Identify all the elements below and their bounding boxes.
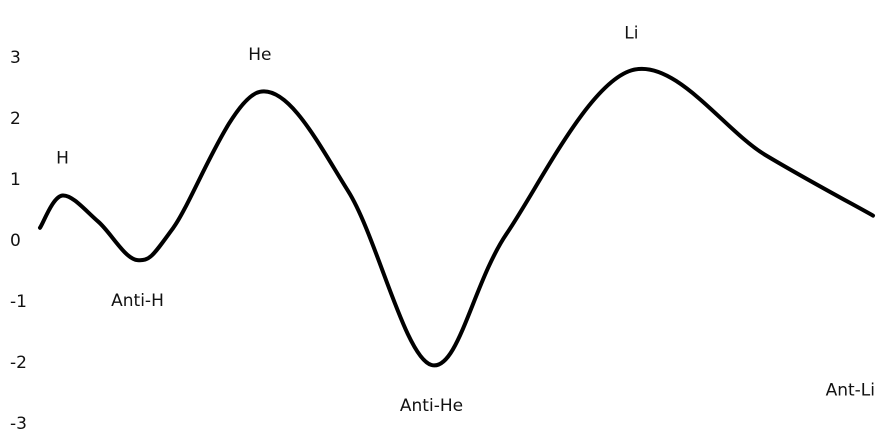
y-tick-label: -1 <box>10 292 27 312</box>
peak-label: Ant-Li <box>826 381 875 401</box>
peak-label: Anti-H <box>111 291 164 311</box>
wave-line <box>38 66 875 368</box>
y-tick-label: 2 <box>10 109 21 129</box>
y-tick-label: 1 <box>10 170 21 190</box>
y-tick-label: -2 <box>10 353 27 373</box>
y-tick-label: -3 <box>10 414 27 434</box>
y-tick-label: 0 <box>10 231 21 251</box>
peak-label: H <box>56 149 69 169</box>
y-tick-label: 3 <box>10 48 21 68</box>
y-axis-tick-labels: 3 2 1 0 -1 -2 -3 <box>10 48 27 434</box>
peak-label: Anti-He <box>400 396 463 416</box>
peak-label: Li <box>624 23 638 43</box>
peak-label: He <box>248 45 271 65</box>
